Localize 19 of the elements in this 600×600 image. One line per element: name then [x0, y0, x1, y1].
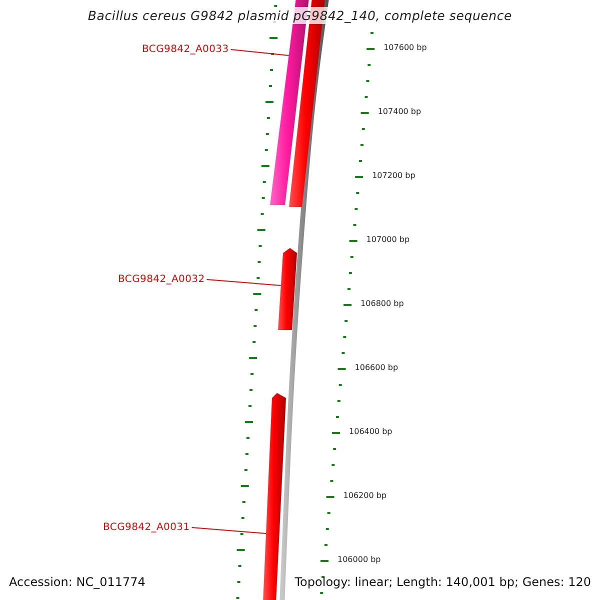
gene-bar [263, 393, 286, 600]
position-label: 106800 bp [360, 299, 404, 308]
leader-line [230, 49, 290, 56]
position-label: 107400 bp [378, 107, 422, 116]
position-label: 107200 bp [372, 171, 416, 180]
gene-label: BCG9842_A0033 [142, 44, 229, 55]
gene-label: BCG9842_A0031 [103, 522, 190, 533]
gene-label: BCG9842_A0032 [118, 274, 205, 285]
position-label: 107600 bp [384, 43, 427, 52]
leader-line [191, 527, 267, 534]
position-label: 106400 bp [349, 427, 392, 436]
position-label: 107000 bp [366, 235, 410, 244]
gene-bar [278, 248, 297, 330]
position-label: 106000 bp [338, 555, 381, 564]
position-label: 106200 bp [343, 491, 387, 500]
summary-text: Topology: linear; Length: 140,001 bp; Genes: 120 [294, 575, 591, 589]
leader-line [206, 279, 282, 286]
accession-text: Accession: NC_011774 [9, 575, 146, 589]
position-label: 106600 bp [354, 363, 398, 372]
